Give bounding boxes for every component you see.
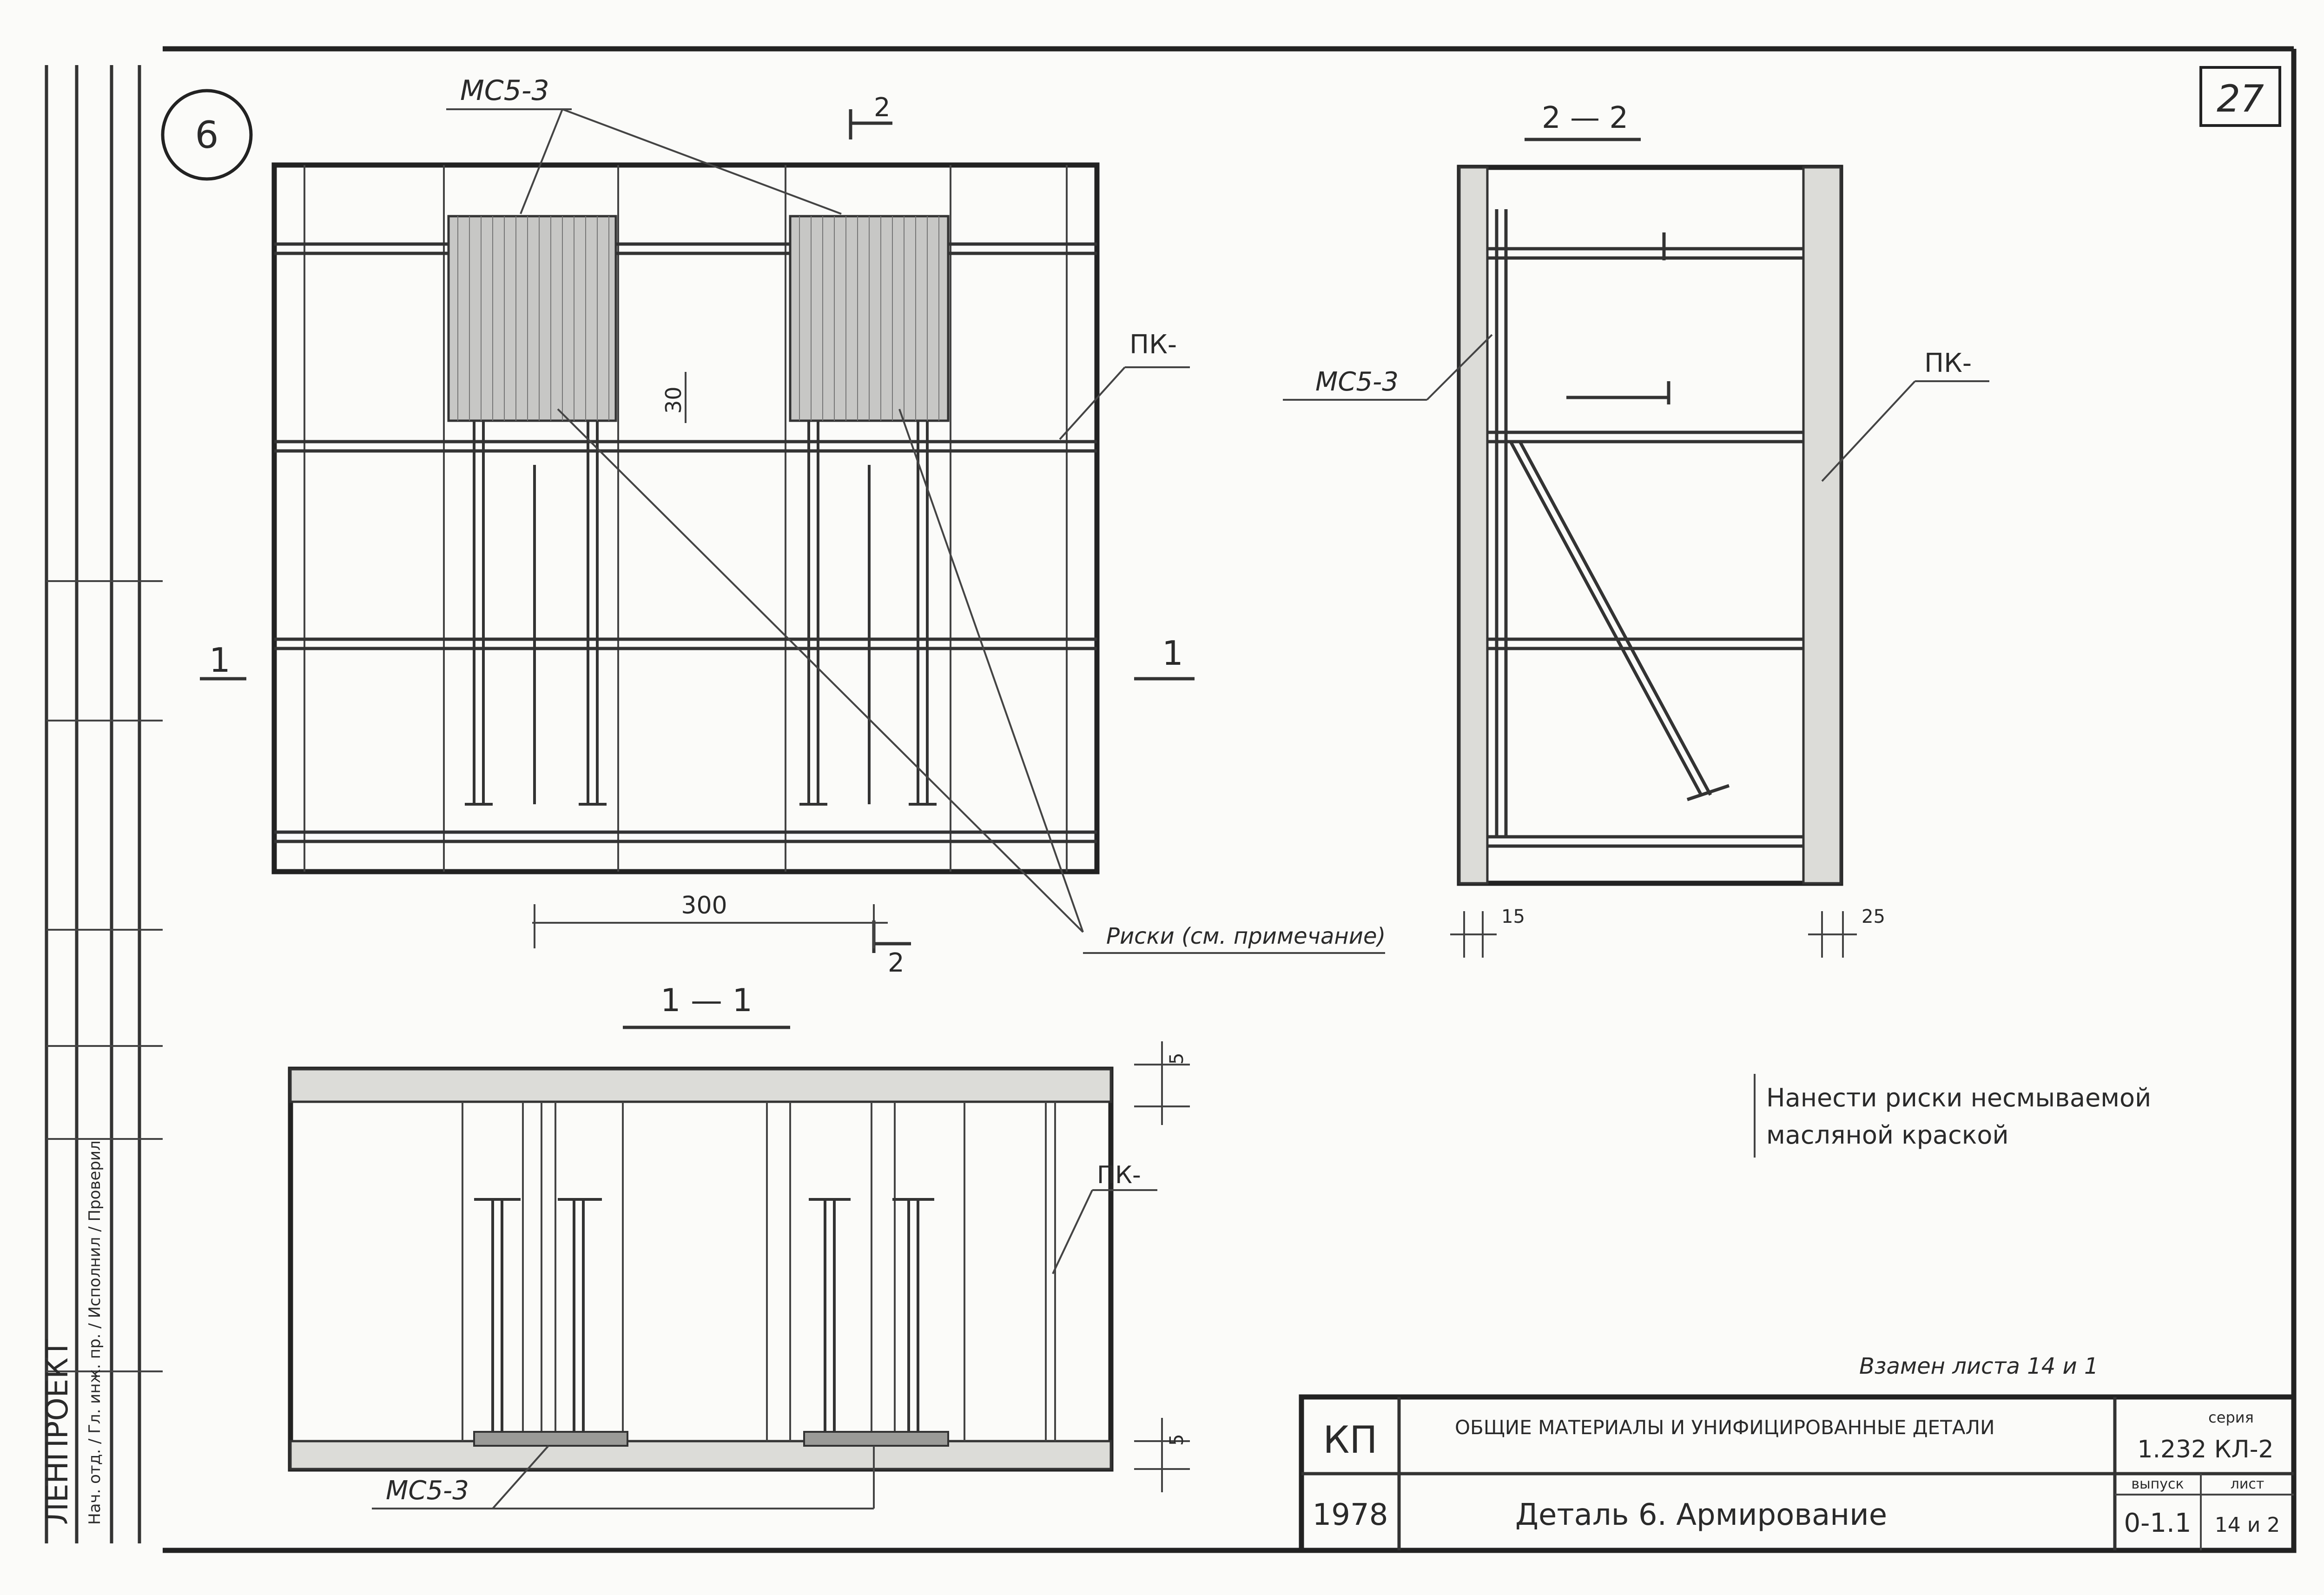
label-pk-section: ПК- bbox=[1924, 348, 1972, 378]
label-mc5-3-plan: MC5-3 bbox=[460, 74, 549, 107]
left-strip-org: ЛЕНПРОЕКТ bbox=[40, 1339, 75, 1525]
cut-mark-bottom: 2 bbox=[888, 948, 905, 978]
label-mc5-3-bottom: MC5-3 bbox=[386, 1476, 469, 1506]
plan-cut-marks: 2 2 1 1 300 30 bbox=[200, 93, 1195, 978]
page-number-box: 27 bbox=[2199, 66, 2281, 127]
label-pk-plan: ПК- bbox=[1129, 330, 1177, 360]
series-value: 1.232 КЛ-2 bbox=[2137, 1436, 2273, 1463]
title-year: 1978 bbox=[1313, 1498, 1388, 1532]
section-2-2-title: 2 — 2 bbox=[1542, 101, 1628, 135]
title-subject: ОБЩИЕ МАТЕРИАЛЫ И УНИФИЦИРОВАННЫЕ ДЕТАЛИ bbox=[1455, 1416, 1994, 1439]
section-2-2: 2 — 2 MC5-3 ПК- 15 25 bbox=[1283, 101, 1989, 958]
cut-mark-top: 2 bbox=[874, 93, 891, 123]
note-line-2: масляной краской bbox=[1766, 1120, 2009, 1150]
section-1-1-title: 1 — 1 bbox=[660, 982, 753, 1019]
replacement-note: Взамен листа 14 и 1 bbox=[1859, 1353, 2098, 1379]
note-line-1: Нанести риски несмываемой bbox=[1766, 1083, 2151, 1112]
sheet-value: 14 и 2 bbox=[2215, 1513, 2280, 1537]
plan-view bbox=[271, 162, 1100, 874]
dim-25: 25 bbox=[1862, 906, 1885, 927]
plan-mark-right: 1 bbox=[1162, 634, 1183, 673]
detail-badge-number: 6 bbox=[195, 113, 219, 157]
note: Нанести риски несмываемой масляной краск… bbox=[1754, 1074, 2151, 1158]
dim-5-top: 5 bbox=[1166, 1053, 1188, 1065]
label-mc5-3-section: MC5-3 bbox=[1315, 367, 1399, 397]
dim-15: 15 bbox=[1501, 906, 1525, 927]
sheet-frame bbox=[45, 46, 2297, 1553]
mesh-strip-left bbox=[473, 1431, 628, 1447]
plan-mark-left: 1 bbox=[209, 641, 231, 680]
section-1-1: 1 — 1 MC5-3 ПК- bbox=[288, 982, 1190, 1509]
left-strip-stamp: Нач. отд. / Гл. инж. пр. / Исполнил / Пр… bbox=[86, 1140, 104, 1525]
plan-leaders: MC5-3 ПК- Риски (см. примечание) bbox=[446, 74, 1386, 954]
label-pk-bottom: ПК- bbox=[1097, 1161, 1141, 1189]
title-block: КП 1978 ОБЩИЕ МАТЕРИАЛЫ И УНИФИЦИРОВАННЫ… bbox=[1299, 1394, 2297, 1553]
issue-value: 0-1.1 bbox=[2124, 1508, 2192, 1538]
dimension-30: 30 bbox=[661, 386, 686, 414]
dimension-300: 300 bbox=[681, 892, 727, 920]
series-label: серия bbox=[2208, 1409, 2254, 1426]
dim-5-bottom: 5 bbox=[1166, 1434, 1188, 1446]
sheet-label: лист bbox=[2231, 1476, 2265, 1492]
label-marks-note: Риски (см. примечание) bbox=[1106, 923, 1386, 949]
title-sheet-title: Деталь 6. Армирование bbox=[1515, 1498, 1887, 1532]
title-org: КП bbox=[1323, 1418, 1378, 1462]
detail-badge: 6 bbox=[161, 89, 253, 181]
page-number: 27 bbox=[2217, 77, 2264, 120]
mesh-strip-right bbox=[803, 1431, 949, 1447]
issue-label: выпуск bbox=[2131, 1476, 2184, 1492]
mesh-block-left bbox=[447, 215, 617, 422]
